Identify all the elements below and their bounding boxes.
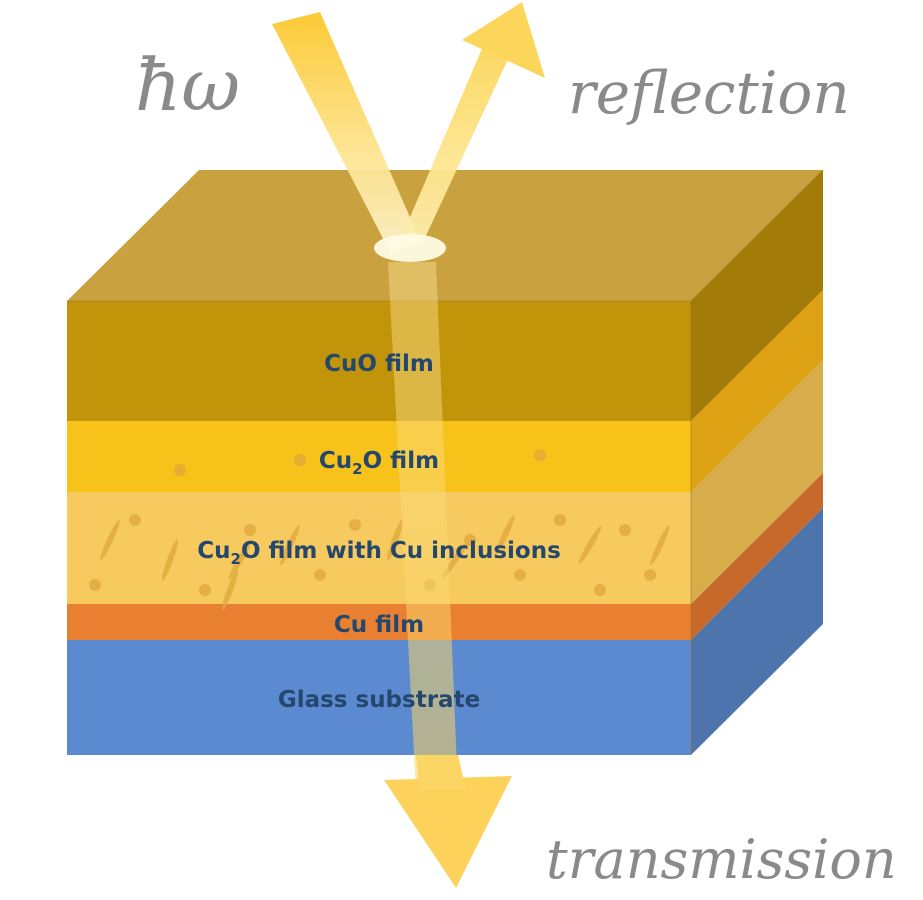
cu-inclusion-dot bbox=[129, 514, 141, 526]
label-text: Cu bbox=[319, 448, 352, 474]
label-text: Glass substrate bbox=[278, 687, 480, 713]
cu-inclusion-dot bbox=[349, 519, 361, 531]
reflected-light-beam bbox=[396, 44, 510, 250]
side-face-cu2o-inclusions bbox=[691, 360, 823, 604]
transmission-arrowhead bbox=[384, 776, 512, 888]
label-text: O film bbox=[363, 448, 439, 474]
label-subscript: 2 bbox=[231, 550, 241, 568]
cu-inclusion-streak bbox=[578, 525, 602, 565]
label-cu2o-inclusions-film: Cu2O film with Cu inclusions bbox=[197, 538, 561, 568]
reflection-arrowhead bbox=[462, 2, 545, 78]
cu-inclusion-dot bbox=[514, 569, 526, 581]
cu-inclusion-dot bbox=[554, 514, 566, 526]
cu-inclusion-dot bbox=[89, 579, 101, 591]
cu-inclusion-dot bbox=[314, 569, 326, 581]
photon-energy-label: ħω bbox=[135, 43, 240, 127]
label-subscript: 2 bbox=[352, 460, 362, 478]
reflection-label: reflection bbox=[568, 59, 850, 127]
cu-inclusion-streak bbox=[650, 525, 670, 565]
label-glass-substrate: Glass substrate bbox=[278, 687, 480, 713]
transmission-arrow-shaft bbox=[416, 755, 466, 790]
layer-cu2o-film bbox=[67, 421, 691, 492]
label-cu2o-film: Cu2O film bbox=[319, 448, 439, 478]
top-face bbox=[67, 170, 823, 301]
side-face-cuo bbox=[691, 170, 823, 421]
transmission-label: transmission bbox=[546, 828, 897, 891]
label-cu-film: Cu film bbox=[334, 612, 424, 638]
label-cuo-film: CuO film bbox=[324, 351, 434, 377]
cu-inclusion-dot bbox=[174, 464, 186, 476]
label-text: Cu film bbox=[334, 612, 424, 638]
light-spot bbox=[374, 234, 446, 262]
cu-inclusion-streak bbox=[100, 520, 120, 560]
incident-light-beam bbox=[272, 12, 420, 252]
cu-inclusion-dot bbox=[199, 584, 211, 596]
cu-inclusion-streak bbox=[495, 515, 515, 555]
cu-inclusion-dot bbox=[594, 584, 606, 596]
layer-glass-substrate bbox=[67, 640, 691, 755]
cu-inclusion-dot bbox=[534, 449, 546, 461]
cu-inclusion-streak bbox=[161, 539, 179, 581]
cu-inclusion-dot bbox=[644, 569, 656, 581]
side-face-glass bbox=[691, 508, 823, 755]
label-text: Cu bbox=[197, 538, 230, 564]
cu-inclusions bbox=[89, 449, 670, 611]
cu-inclusion-dot bbox=[244, 524, 256, 536]
layer-cu-film bbox=[67, 604, 691, 640]
transmitted-light-beam bbox=[388, 262, 458, 792]
cu-inclusion-streak bbox=[221, 569, 239, 611]
side-face-cu2o bbox=[691, 290, 823, 492]
cu-inclusion-dot bbox=[294, 454, 306, 466]
cu-inclusion-streak bbox=[228, 540, 252, 580]
layer-cuo-film bbox=[67, 301, 691, 421]
cu-inclusion-streak bbox=[280, 525, 300, 565]
side-face-cu bbox=[691, 473, 823, 640]
label-text: O film with Cu inclusions bbox=[241, 538, 561, 564]
cu-inclusion-dot bbox=[619, 524, 631, 536]
cu-inclusion-streak bbox=[386, 519, 404, 561]
label-text: CuO film bbox=[324, 351, 434, 377]
